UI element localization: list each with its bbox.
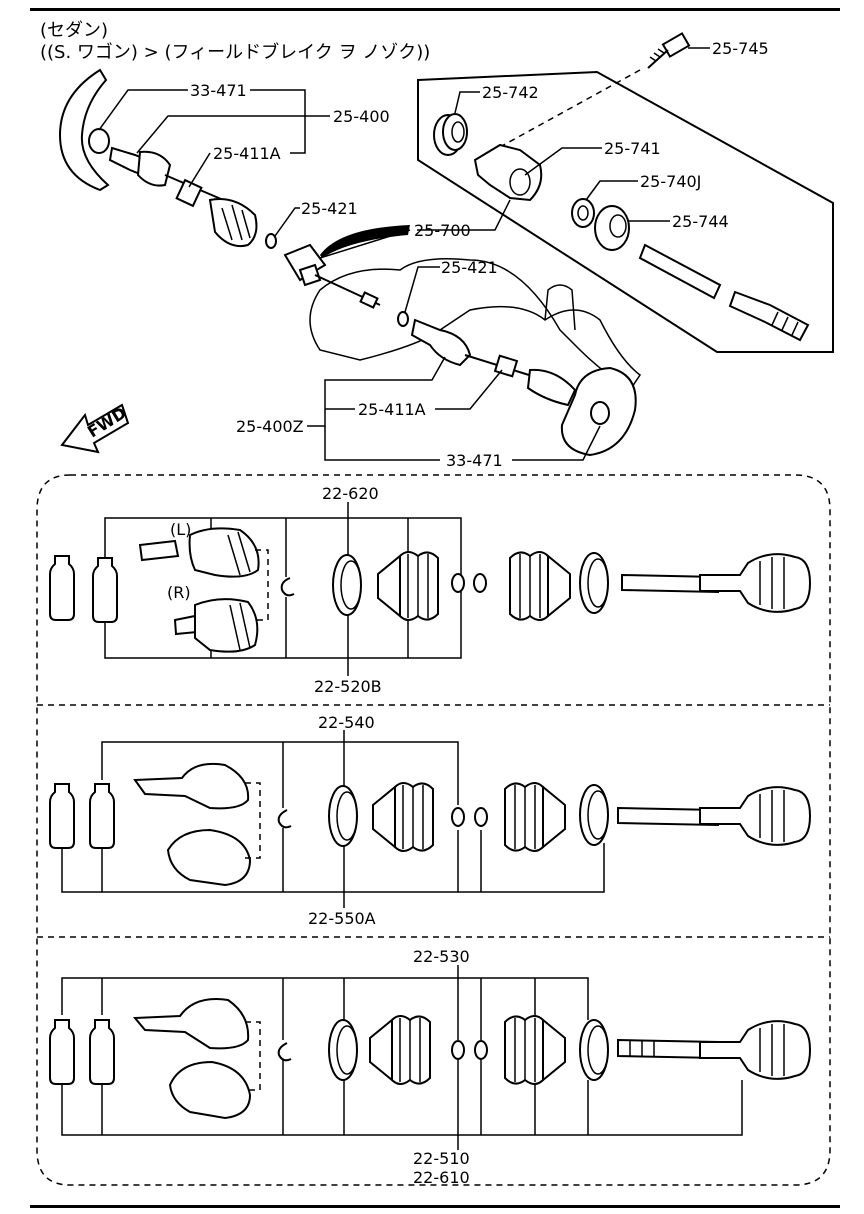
kit1-bottom-label: 22-520B (314, 677, 382, 696)
inset-box (417, 70, 834, 353)
right-hub-nut (590, 401, 610, 425)
left-hub-nut (88, 128, 110, 154)
bottom-rule (30, 1205, 840, 1208)
kit-3 (49, 965, 811, 1150)
kit-1: (L) (R) (49, 502, 811, 676)
callout-25-400z: 25-400Z (236, 417, 304, 436)
fwd-arrow-icon: FWD (60, 403, 130, 454)
bearing-25-740j (571, 198, 595, 228)
kit1-label-l: (L) (170, 520, 191, 539)
callout-33-471-b: 33-471 (446, 451, 503, 470)
bracket-25-741 (473, 143, 543, 202)
callout-25-411a-b: 25-411A (358, 400, 426, 419)
bracket-hole (509, 168, 531, 196)
callout-wedge-25-700 (320, 225, 410, 258)
kit2-top-label: 22-540 (318, 713, 375, 732)
left-driveshaft (108, 146, 258, 248)
transaxle-mount (544, 284, 576, 331)
callout-25-741: 25-741 (604, 139, 661, 158)
header-line-1: (セダン) (40, 20, 108, 41)
callout-33-471-a: 33-471 (190, 81, 247, 100)
header-line-2: ((S. ワゴン) > (フィールドブレイク ヲ ノゾク)) (40, 41, 430, 63)
callout-25-744: 25-744 (672, 212, 729, 231)
kit3-bottom-label-2: 22-610 (413, 1168, 470, 1187)
callout-25-421-a: 25-421 (301, 199, 358, 218)
callout-25-740j: 25-740J (640, 172, 701, 191)
callout-25-400: 25-400 (333, 107, 390, 126)
kit3-top-label: 22-530 (413, 947, 470, 966)
callout-25-745: 25-745 (712, 39, 769, 58)
kit2-bottom-label: 22-550A (308, 909, 376, 928)
seal-25-742 (433, 113, 468, 156)
right-driveshaft (410, 318, 577, 407)
transaxle-case (309, 258, 642, 392)
circlip-25-421-b (397, 311, 409, 327)
callout-25-421-b: 25-421 (441, 258, 498, 277)
bolt-25-745 (647, 32, 691, 69)
inset-dash-line (479, 69, 641, 159)
callout-25-742: 25-742 (482, 83, 539, 102)
left-wheel-hub (58, 68, 110, 192)
kit1-label-r: (R) (167, 583, 191, 602)
kit1-top-label: 22-620 (322, 484, 379, 503)
kit3-bottom-label-1: 22-510 (413, 1149, 470, 1168)
inset-shaft (638, 243, 810, 342)
kit-2 (49, 730, 811, 908)
callout-25-700: 25-700 (414, 221, 471, 240)
callout-25-411a-a: 25-411A (213, 144, 281, 163)
intermediate-shaft (283, 243, 381, 309)
kit-box-outline (36, 474, 831, 1186)
circlip-25-421-a (265, 233, 277, 249)
top-rule (30, 8, 840, 11)
bearing-25-744 (594, 205, 630, 251)
